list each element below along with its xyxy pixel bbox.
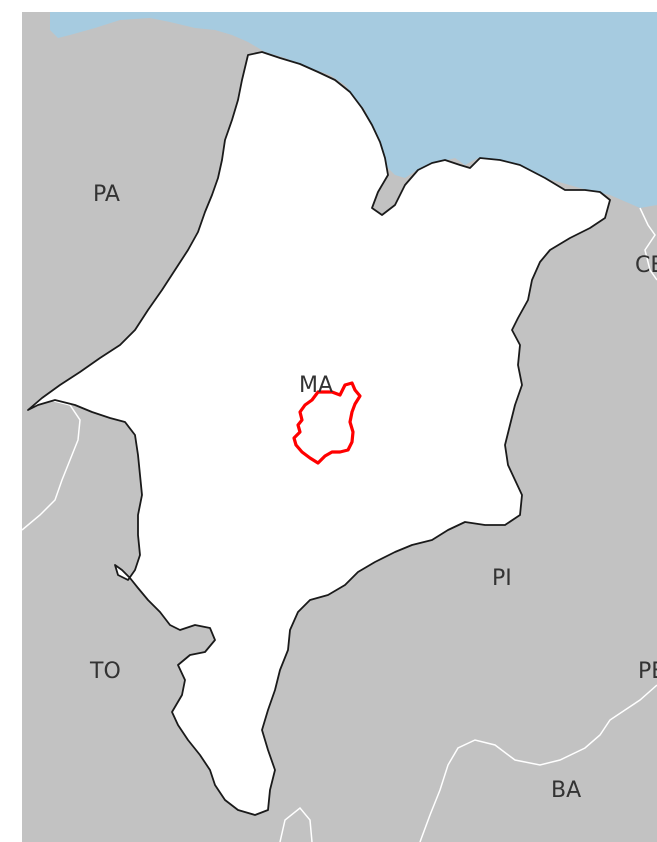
state-label-pi: PI bbox=[492, 566, 512, 591]
state-label-ba: BA bbox=[551, 778, 582, 803]
highlighted-municipality bbox=[292, 381, 362, 465]
state-label-pa: PA bbox=[93, 182, 120, 207]
state-borders bbox=[21, 207, 657, 842]
ocean bbox=[50, 12, 657, 208]
state-label-pe: PE bbox=[638, 659, 657, 684]
maranhao-state bbox=[27, 51, 611, 816]
state-label-ce: CE bbox=[635, 253, 657, 278]
state-label-to: TO bbox=[90, 659, 121, 684]
state-label-ma: MA bbox=[299, 373, 334, 398]
